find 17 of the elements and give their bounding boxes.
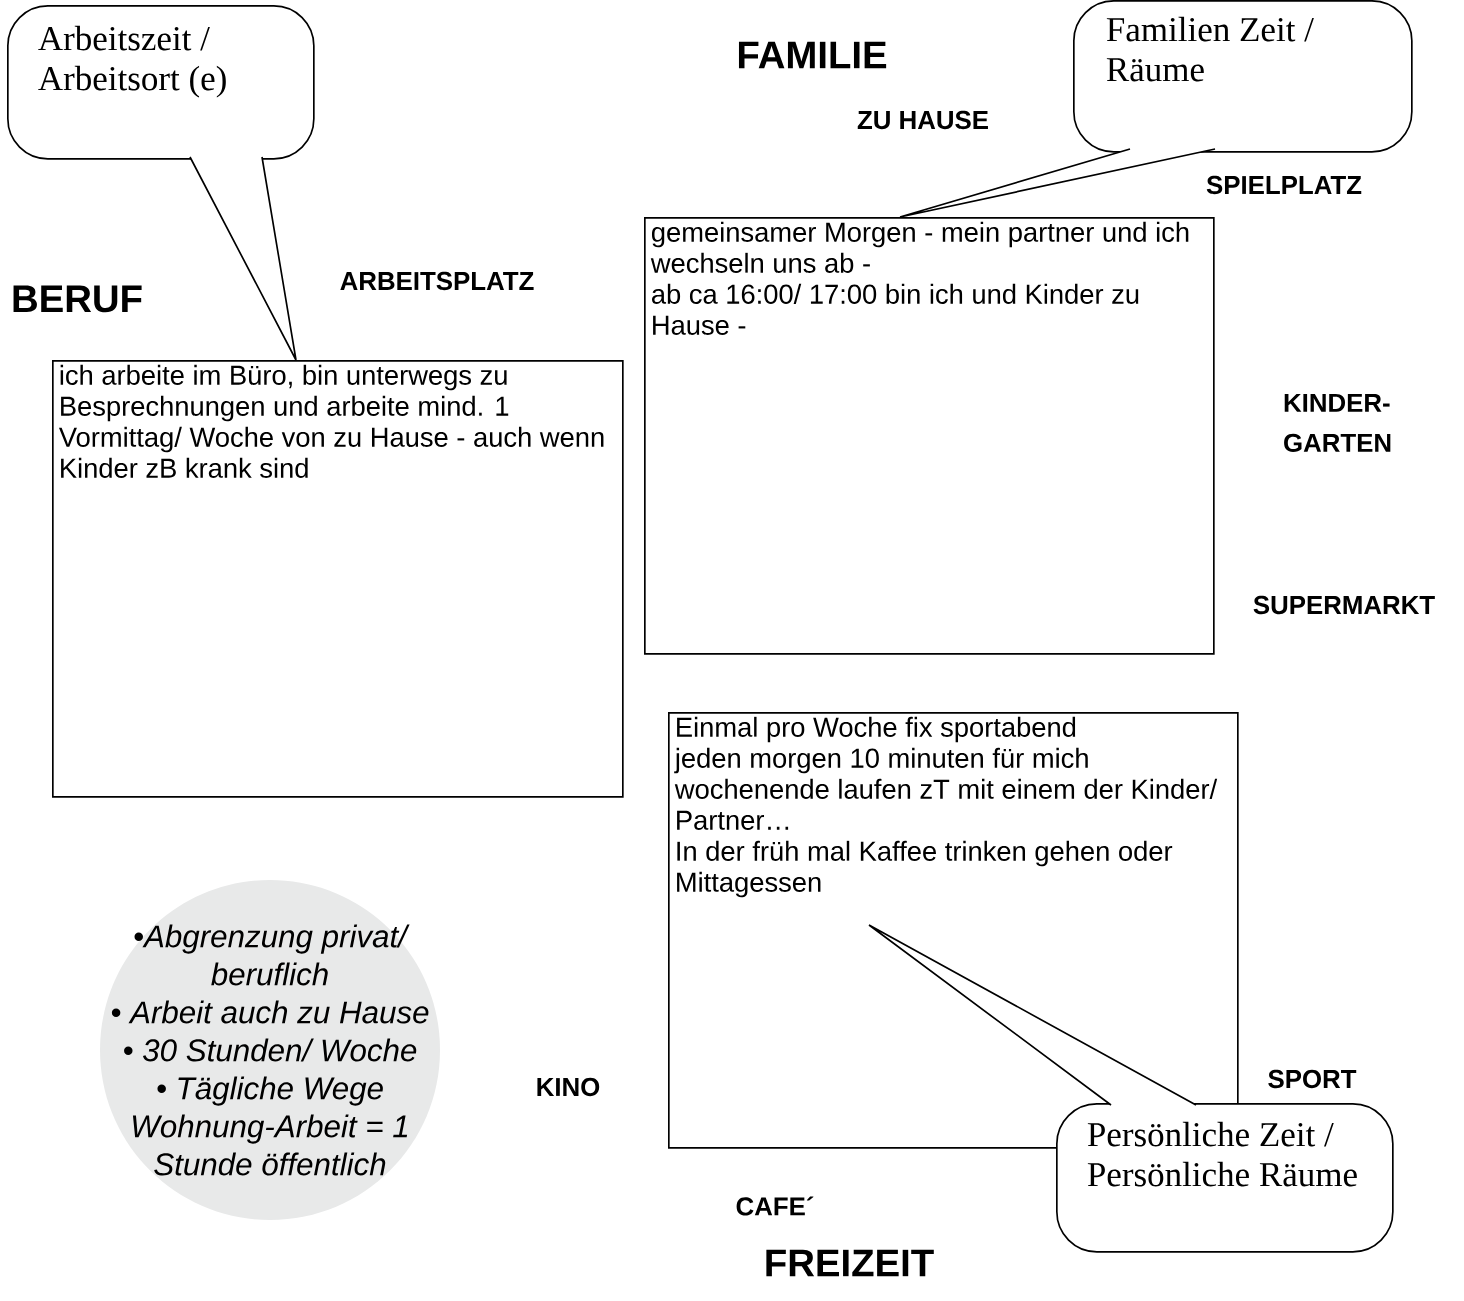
place-label: SUPERMARKT (1253, 595, 1435, 615)
place-label: CAFE´ (736, 1196, 814, 1216)
place-label: KINO (537, 1077, 600, 1097)
section-heading: FREIZEIT (766, 1249, 934, 1277)
callout-tail (899, 148, 1216, 218)
place-label: KINDER- GARTEN (1284, 394, 1391, 452)
place-label: ZU HAUSE (857, 110, 988, 130)
section-heading: FAMILIE (738, 41, 887, 69)
text-box: gemeinsamer Morgen - mein partner und ich wechseln uns ab - ab ca 16:00/ 17:00 bin ich und Kinder zu Hause - (644, 217, 1215, 655)
section-heading: BERUF (13, 285, 142, 313)
speech-bubble: Persönliche Zeit / Persönliche Räume (1056, 1103, 1394, 1253)
place-label: ARBEITSPLATZ (340, 271, 534, 291)
callout-tail (189, 156, 297, 361)
text-box: ich arbeite im Büro, bin unterwegs zu Besprechnungen und arbeite mind. 1 Vormittag/ Woche von zu Hause - auch wenn Kinder zB krank sind (52, 360, 624, 798)
place-label: SPIELPLATZ (1206, 175, 1362, 195)
callout-tail (868, 924, 1197, 1106)
place-label: SPORT (1268, 1069, 1357, 1089)
